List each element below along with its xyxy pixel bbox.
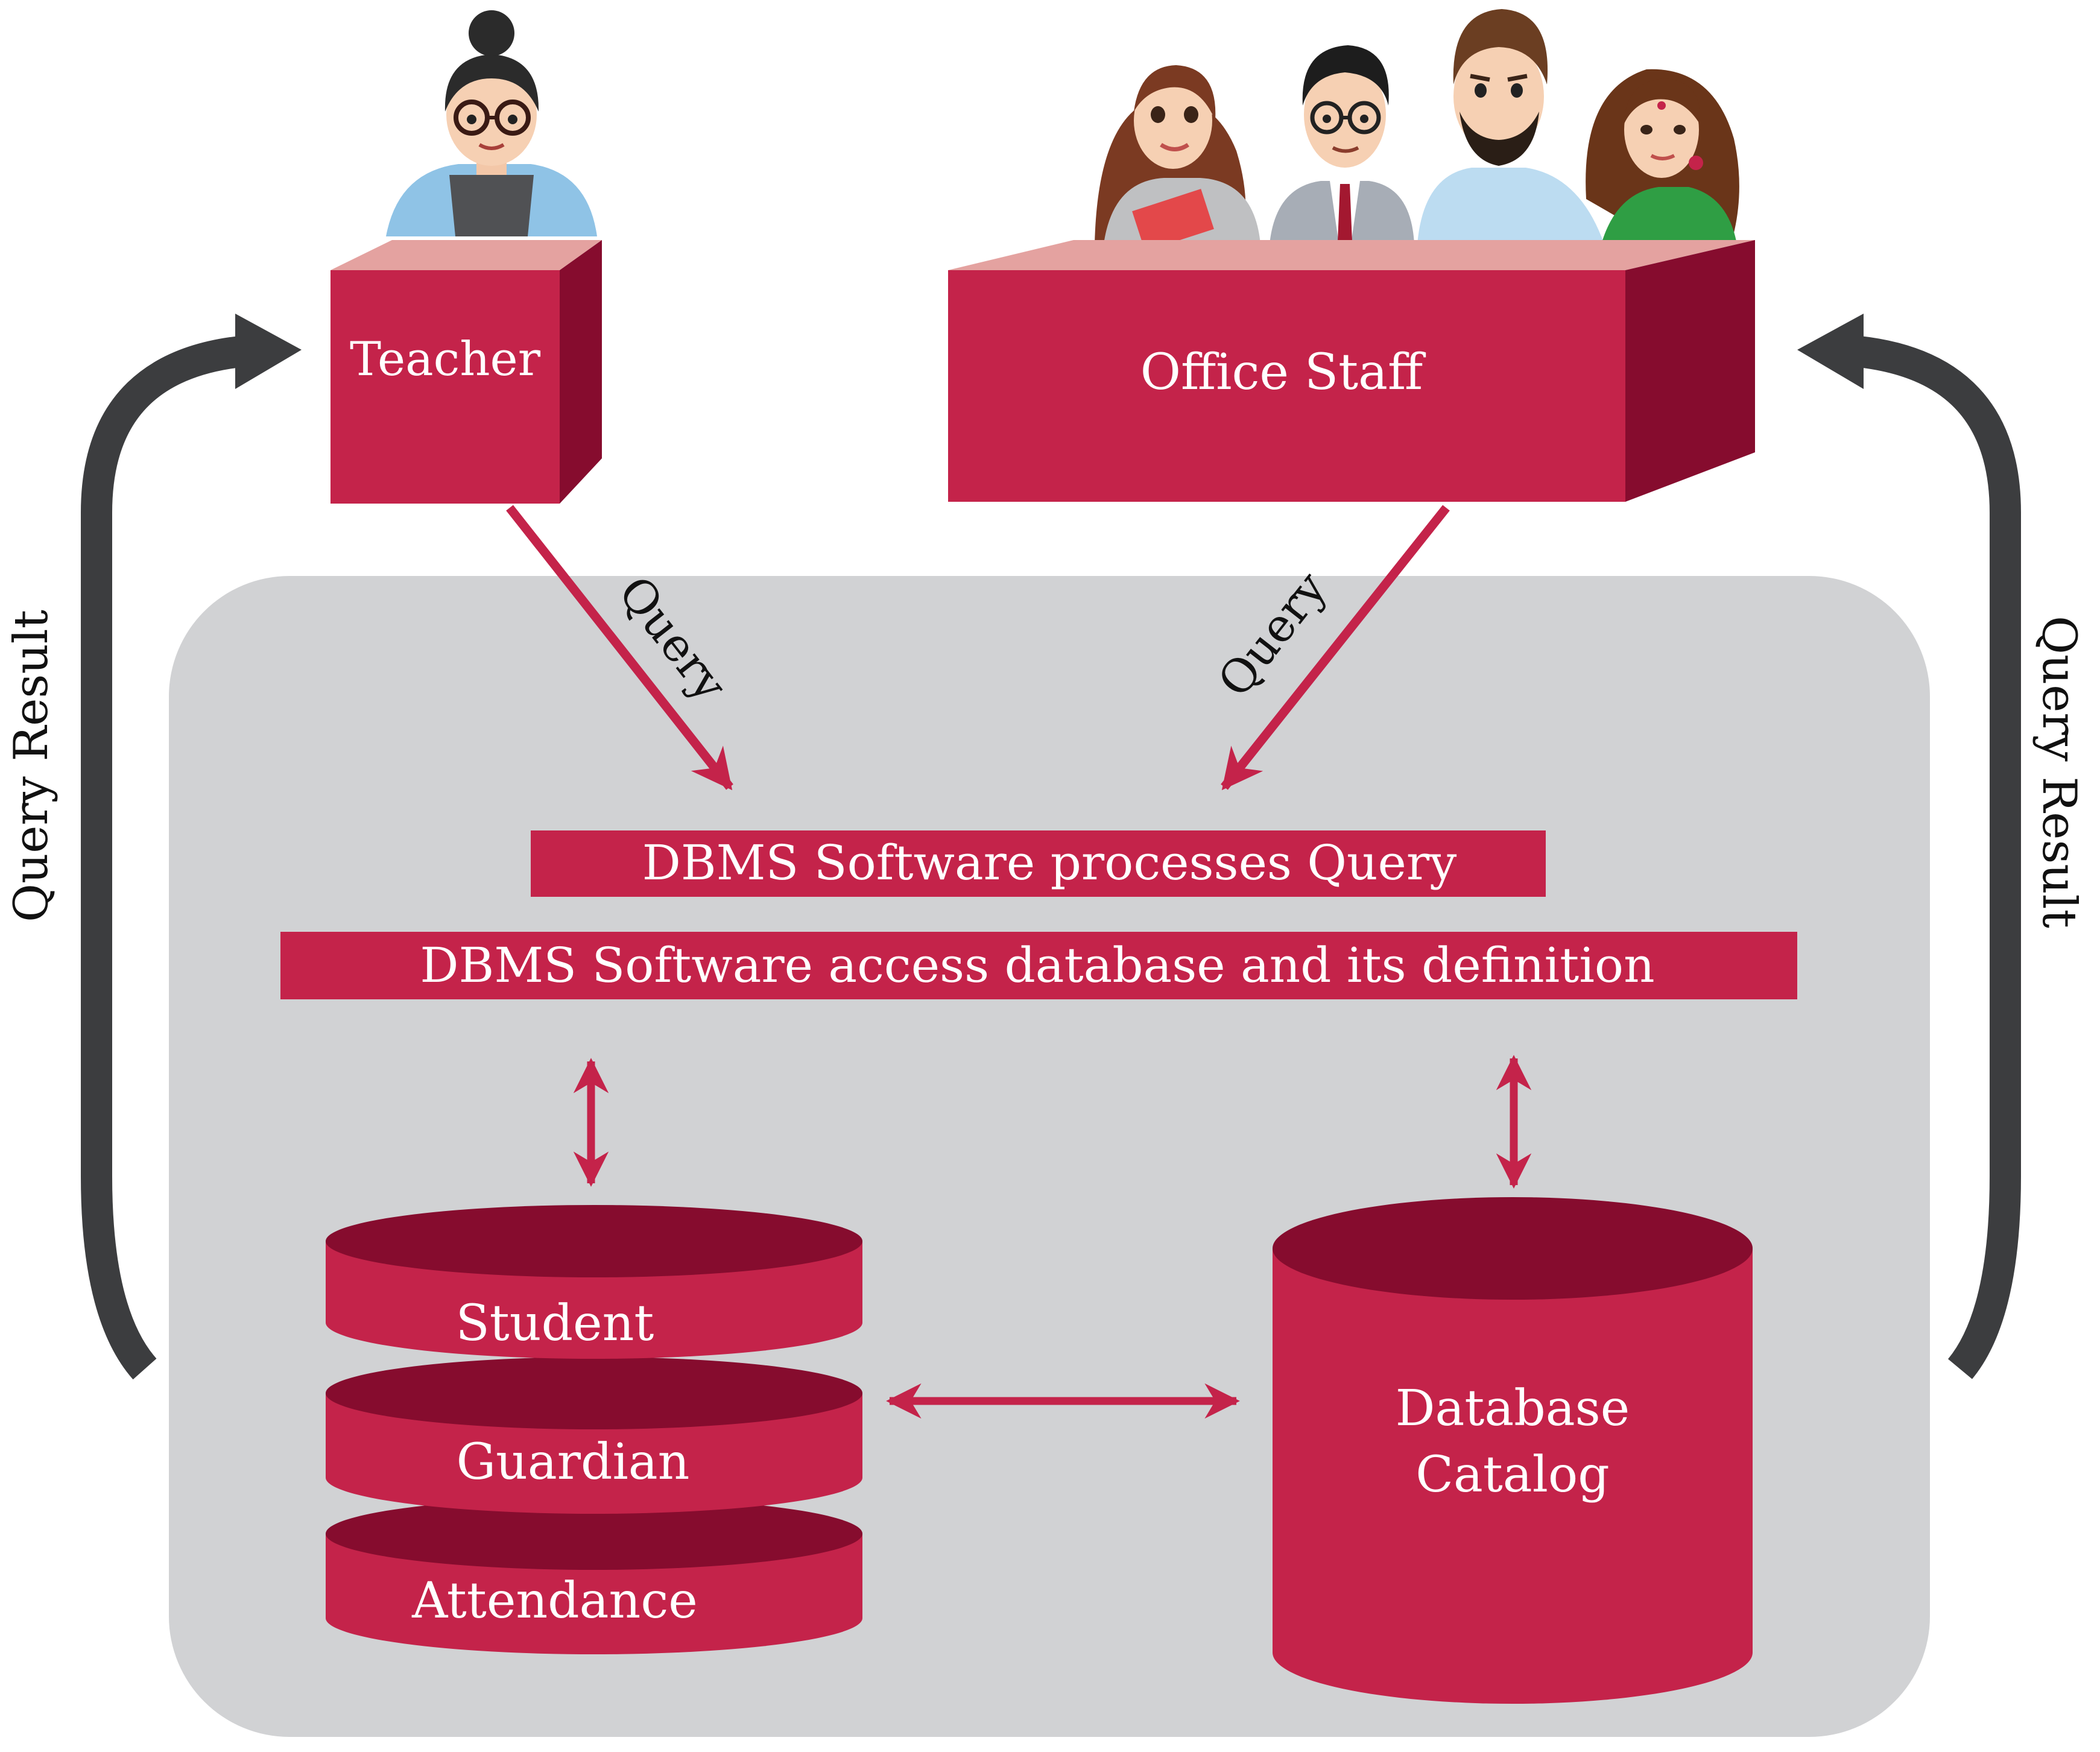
staff-query-arrow	[1221, 505, 1450, 791]
database-stack: Attendance Guardian Student	[326, 1205, 862, 1654]
teacher-label: Teacher	[350, 332, 541, 387]
table-label-guardian: Guardian	[457, 1434, 690, 1491]
teacher-query-arrow	[506, 505, 733, 791]
dbms-processes-label: DBMS Software processes Query	[642, 835, 1457, 891]
left-result-arrow	[81, 314, 302, 1380]
dbms-access-label: DBMS Software access database and its de…	[420, 937, 1654, 993]
catalog-label-line1: Database	[1396, 1380, 1630, 1437]
right-result-arrow	[1797, 314, 2021, 1379]
database-catalog-cylinder: Database Catalog	[1273, 1197, 1753, 1704]
database-layer-guardian: Guardian	[326, 1357, 862, 1514]
dbms-processes-bar	[531, 830, 1546, 897]
left-result-label: Query Result	[4, 610, 59, 922]
office-staff-box: Office Staff	[948, 240, 1755, 502]
table-label-student: Student	[456, 1295, 654, 1352]
office-staff-figures	[1095, 9, 1739, 251]
dbms-access-bar	[280, 932, 1797, 999]
catalog-label-line2: Catalog	[1415, 1446, 1610, 1504]
right-result-label: Query Result	[2032, 616, 2086, 928]
database-layer-attendance: Attendance	[326, 1497, 862, 1654]
office-staff-label: Office Staff	[1140, 344, 1426, 401]
teacher-figure	[386, 10, 597, 236]
database-layer-student: Student	[326, 1205, 862, 1359]
table-label-attendance: Attendance	[411, 1572, 698, 1630]
teacher-box: Teacher	[330, 240, 602, 504]
